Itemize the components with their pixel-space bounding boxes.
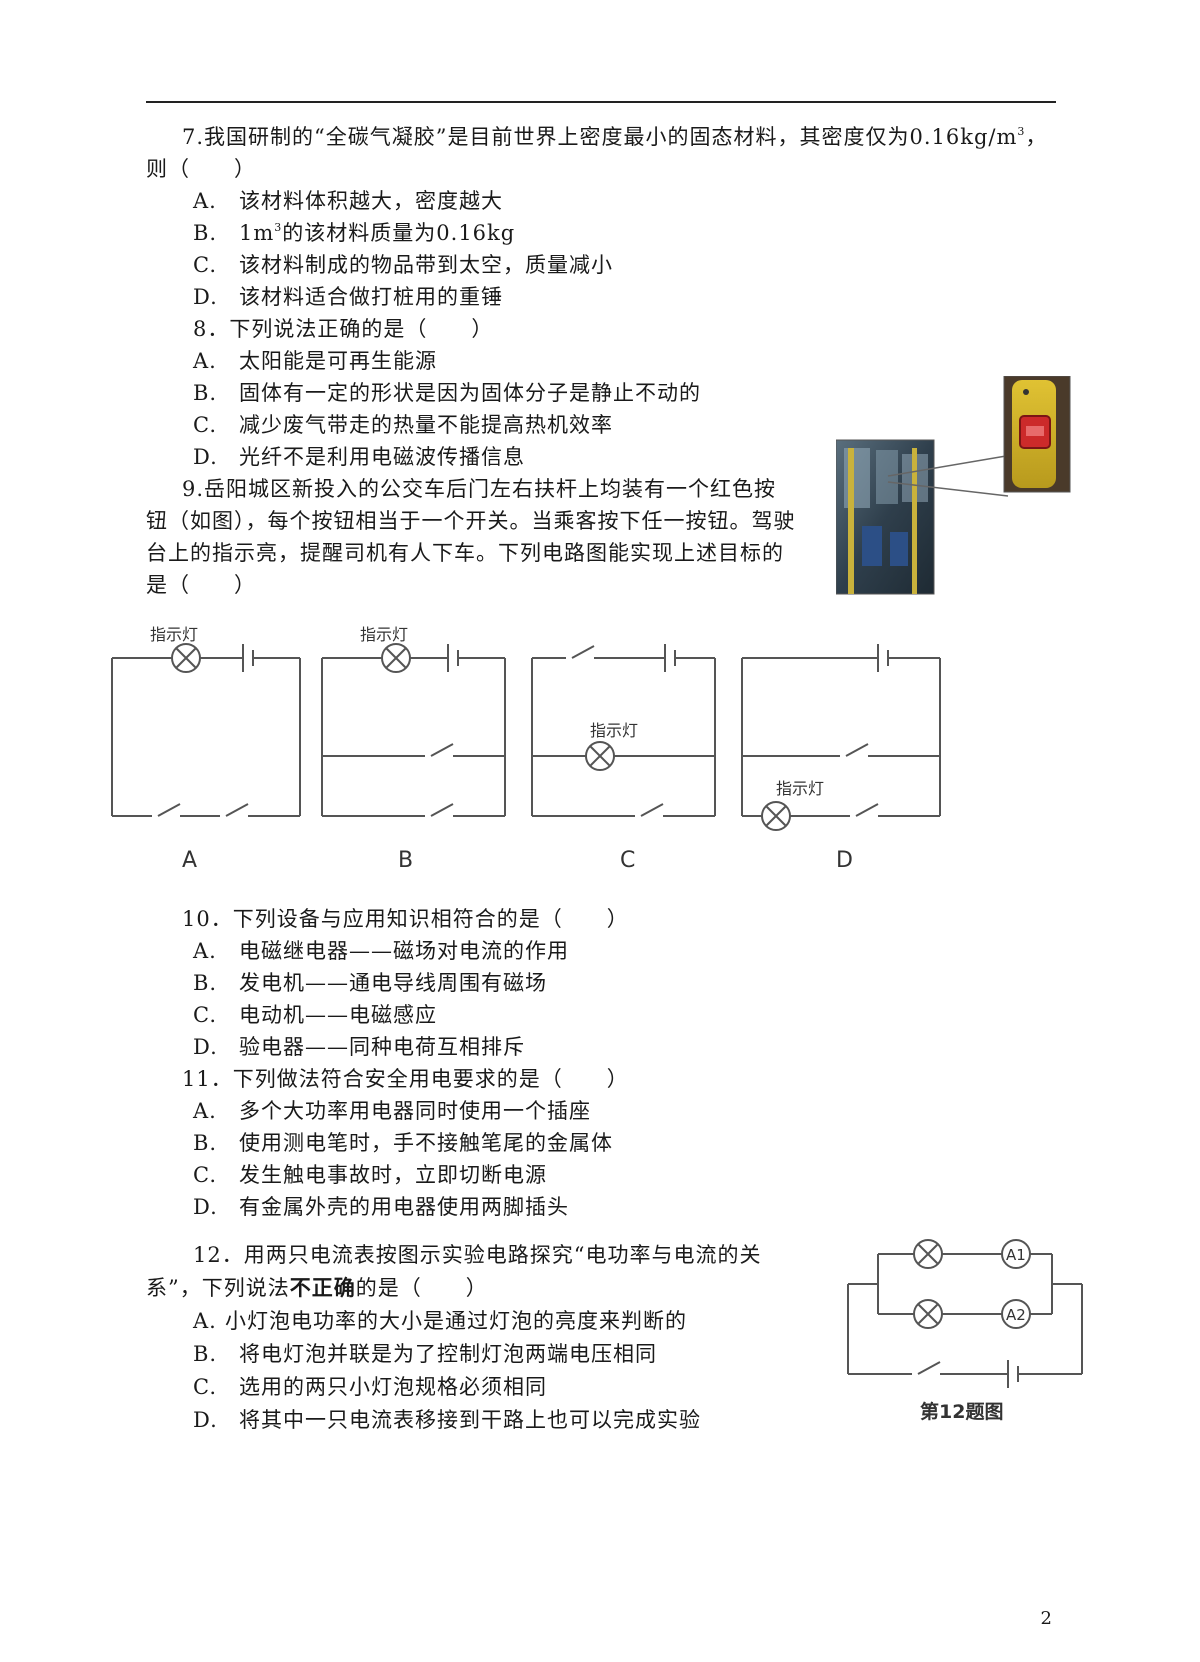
- q10-option-b: B.发电机——通电导线周围有磁场: [193, 971, 547, 995]
- q7-option-b: B.1m3的该材料质量为0.16kg: [193, 221, 516, 245]
- q9-stem-line-4: 是（ ）: [146, 573, 256, 597]
- q8-option-c: C.减少废气带走的热量不能提高热机效率: [193, 413, 613, 437]
- q7-option-c: C.该材料制成的物品带到太空，质量减小: [193, 253, 613, 277]
- ammeter-a2-label: A2: [1006, 1306, 1026, 1324]
- circuit-d: [741, 644, 941, 831]
- circuit-a-letter: A: [182, 848, 197, 873]
- bus-button-photo: [836, 376, 1071, 595]
- q12-figure-caption: 第12题图: [920, 1400, 1003, 1423]
- ammeter-a1-label: A1: [1006, 1246, 1026, 1264]
- q9-stem-line-2: 钮（如图），每个按钮相当于一个开关。当乘客按下任一按钮。驾驶: [146, 509, 796, 533]
- q12-option-b: B.将电灯泡并联是为了控制灯泡两端电压相同: [193, 1342, 657, 1366]
- q12-option-c: C.选用的两只小灯泡规格必须相同: [193, 1375, 547, 1399]
- circuit-c: [531, 644, 716, 817]
- circuit-b-letter: B: [398, 848, 413, 873]
- q10-option-c: C.电动机——电磁感应: [193, 1003, 437, 1027]
- q11-option-b: B.使用测电笔时，手不接触笔尾的金属体: [193, 1131, 613, 1155]
- q12-stem-line-2: 系”，下列说法不正确的是（ ）: [146, 1275, 488, 1300]
- circuit-c-letter: C: [620, 848, 635, 873]
- q7-option-a: A.该材料体积越大，密度越大: [193, 189, 503, 213]
- q10-stem: 10．下列设备与应用知识相符合的是（ ）: [182, 907, 629, 931]
- q7-stem-line-2: 则（ ）: [146, 157, 256, 181]
- q12-option-d: D.将其中一只电流表移接到干路上也可以完成实验: [193, 1408, 701, 1432]
- q10-option-a: A.电磁继电器——磁场对电流的作用: [193, 939, 569, 963]
- q8-option-d: D.光纤不是利用电磁波传播信息: [193, 445, 525, 469]
- header-rule: [146, 101, 1056, 103]
- circuit-b: [321, 643, 506, 817]
- q8-option-a: A.太阳能是可再生能源: [193, 349, 437, 373]
- q7-stem-line-1: 7.我国研制的“全碳气凝胶”是目前世界上密度最小的固态材料，其密度仅为0.16k…: [182, 125, 1048, 149]
- q10-option-d: D.验电器——同种电荷互相排斥: [193, 1035, 525, 1059]
- q7-option-d: D.该材料适合做打桩用的重锤: [193, 285, 503, 309]
- q11-stem: 11．下列做法符合安全用电要求的是（ ）: [182, 1067, 629, 1091]
- q11-option-c: C.发生触电事故时，立即切断电源: [193, 1163, 547, 1187]
- circuit-b-lamp-label: 指示灯: [360, 625, 408, 644]
- circuit-d-letter: D: [836, 848, 853, 873]
- q12-circuit-figure: A1 A2 第12题图: [847, 1239, 1083, 1423]
- circuit-c-lamp-label: 指示灯: [590, 721, 638, 740]
- q9-stem-line-1: 9.岳阳城区新投入的公交车后门左右扶杆上均装有一个红色按: [182, 477, 777, 501]
- q9-stem-line-3: 台上的指示亮，提醒司机有人下车。下列电路图能实现上述目标的: [146, 541, 784, 565]
- q11-option-a: A.多个大功率用电器同时使用一个插座: [193, 1099, 591, 1123]
- circuit-a: [111, 643, 301, 817]
- q11-option-d: D.有金属外壳的用电器使用两脚插头: [193, 1195, 569, 1219]
- page-number: 2: [1040, 1608, 1052, 1629]
- q12-stem-line-1: 12．用两只电流表按图示实验电路探究“电功率与电流的关: [193, 1243, 762, 1267]
- circuit-a-lamp-label: 指示灯: [150, 625, 198, 644]
- q9-circuit-diagrams: 指示灯 指示灯 指示灯 指示灯 A B C D: [111, 625, 941, 873]
- q12-option-a: A.小灯泡电功率的大小是通过灯泡的亮度来判断的: [193, 1309, 687, 1333]
- circuit-d-lamp-label: 指示灯: [776, 779, 824, 798]
- q8-option-b: B.固体有一定的形状是因为固体分子是静止不动的: [193, 381, 701, 405]
- q8-stem: 8．下列说法正确的是（ ）: [193, 317, 494, 341]
